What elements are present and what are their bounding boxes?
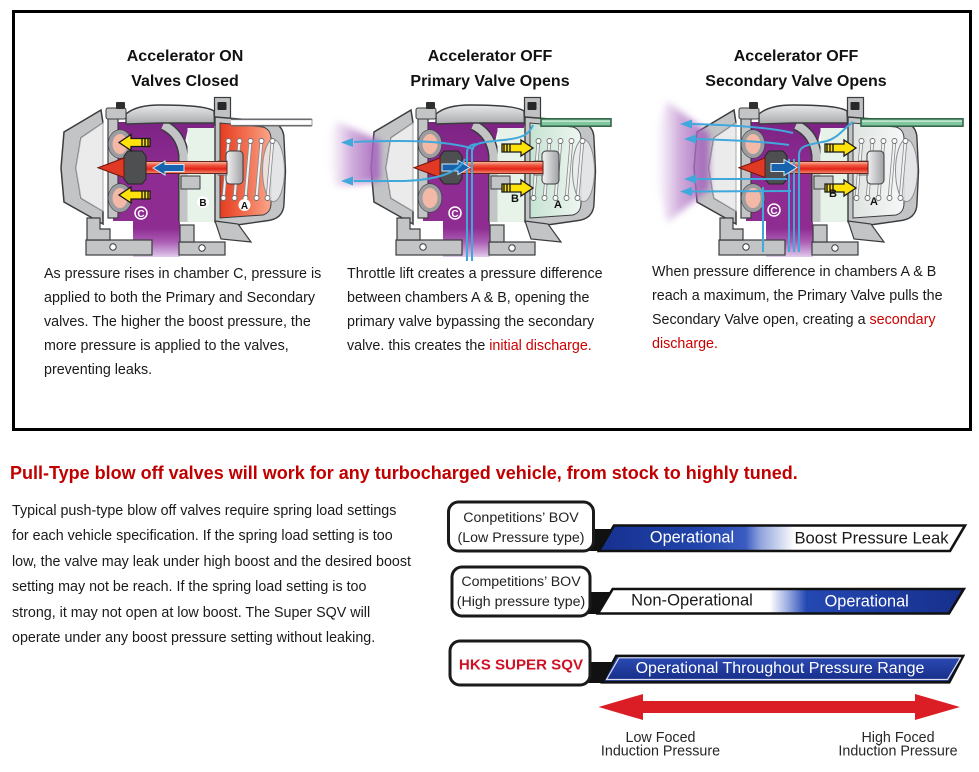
svg-text:C: C [137, 209, 144, 220]
svg-text:(High pressure type): (High pressure type) [457, 594, 586, 610]
svg-text:B: B [199, 198, 206, 209]
svg-text:High Foced: High Foced [861, 730, 934, 746]
svg-text:C: C [770, 206, 777, 217]
svg-text:A: A [870, 196, 878, 208]
svg-text:B: B [829, 188, 837, 200]
svg-text:A: A [241, 201, 248, 212]
svg-text:(Low Pressure type): (Low Pressure type) [458, 530, 585, 546]
svg-text:Conpetitions’ BOV: Conpetitions’ BOV [463, 510, 579, 526]
svg-text:Induction Pressure: Induction Pressure [838, 744, 957, 760]
svg-text:HKS SUPER SQV: HKS SUPER SQV [459, 657, 583, 674]
svg-text:Competitions’ BOV: Competitions’ BOV [461, 574, 581, 590]
svg-text:Non-Operational: Non-Operational [631, 591, 753, 610]
svg-text:Operational: Operational [825, 592, 909, 610]
svg-text:B: B [511, 193, 519, 205]
svg-text:Operational Throughout Pressur: Operational Throughout Pressure Range [636, 660, 925, 677]
svg-text:A: A [554, 199, 562, 211]
svg-text:C: C [451, 209, 458, 220]
svg-text:Boost Pressure Leak: Boost Pressure Leak [794, 529, 949, 548]
svg-text:Operational: Operational [650, 529, 734, 547]
svg-text:Induction Pressure: Induction Pressure [601, 744, 720, 760]
svg-text:Low Foced: Low Foced [626, 730, 696, 746]
